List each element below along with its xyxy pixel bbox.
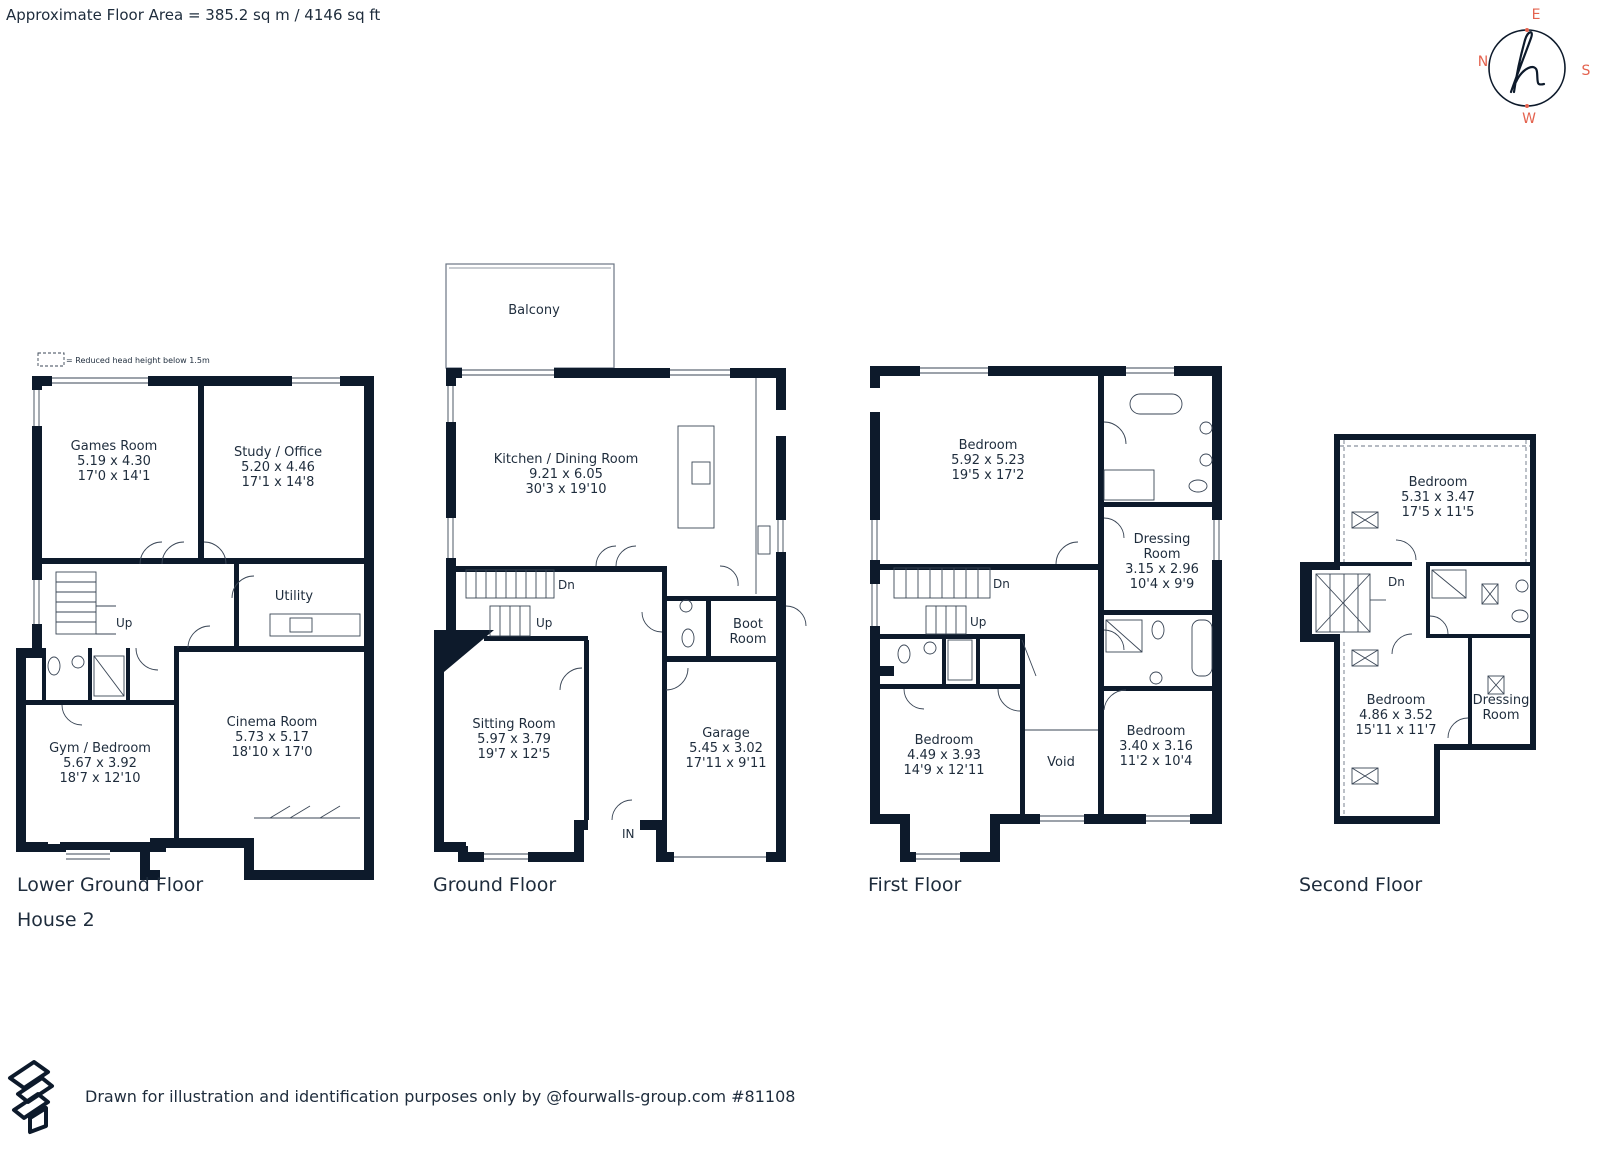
svg-text:10'4 x 9'9: 10'4 x 9'9	[1130, 577, 1194, 592]
svg-text:17'1 x 14'8: 17'1 x 14'8	[242, 475, 315, 490]
study-office-room: Study / Office 5.20 x 4.46 17'1 x 14'8	[234, 445, 322, 490]
sitting-room: Sitting Room 5.97 x 3.79 19'7 x 12'5	[472, 717, 555, 762]
boot-room: Boot Room	[729, 617, 766, 647]
svg-text:Bedroom: Bedroom	[915, 733, 974, 748]
svg-text:5.19 x 4.30: 5.19 x 4.30	[77, 454, 151, 469]
head-height-legend: = Reduced head height below 1.5m	[37, 352, 210, 367]
svg-text:Sitting Room: Sitting Room	[472, 717, 555, 732]
compass-north: N	[1478, 54, 1488, 70]
svg-text:5.31 x 3.47: 5.31 x 3.47	[1401, 490, 1475, 505]
svg-text:17'11 x 9'11: 17'11 x 9'11	[685, 756, 766, 771]
second-floor-bedroom-2: Bedroom 4.86 x 3.52 15'11 x 11'7	[1355, 693, 1436, 738]
entrance-label: IN	[622, 827, 635, 841]
lower-ground-floor-plan: Up Games Room 5.19 x 4.30 17'0 x 14'1 St…	[16, 374, 374, 880]
ground-floor-plan: Balcony	[434, 263, 807, 864]
svg-text:18'10 x 17'0: 18'10 x 17'0	[231, 745, 312, 760]
balcony: Balcony	[508, 303, 560, 318]
svg-text:Room: Room	[729, 632, 766, 647]
svg-text:15'11 x 11'7: 15'11 x 11'7	[1355, 723, 1436, 738]
ground-floor-title: Ground Floor	[433, 874, 556, 896]
games-room: Games Room 5.19 x 4.30 17'0 x 14'1	[71, 439, 158, 484]
svg-text:3.15 x 2.96: 3.15 x 2.96	[1125, 562, 1199, 577]
svg-text:Bedroom: Bedroom	[1127, 724, 1186, 739]
second-floor-dressing-room: Dressing Room	[1473, 693, 1530, 723]
gym-bedroom-room: Gym / Bedroom 5.67 x 3.92 18'7 x 12'10	[49, 741, 151, 786]
svg-text:14'9 x 12'11: 14'9 x 12'11	[903, 763, 984, 778]
first-floor-dressing-room: Dressing Room 3.15 x 2.96 10'4 x 9'9	[1125, 532, 1199, 592]
svg-text:5.45 x 3.02: 5.45 x 3.02	[689, 741, 763, 756]
second-stairs-down-label: Dn	[1388, 575, 1405, 589]
svg-text:5.73 x 5.17: 5.73 x 5.17	[235, 730, 309, 745]
svg-text:5.92 x 5.23: 5.92 x 5.23	[951, 453, 1025, 468]
svg-text:3.40 x 3.16: 3.40 x 3.16	[1119, 739, 1193, 754]
compass-west: W	[1522, 111, 1536, 127]
svg-text:Bedroom: Bedroom	[1409, 475, 1468, 490]
compass-east: E	[1532, 7, 1541, 23]
fourwalls-logo-icon	[8, 1060, 54, 1134]
svg-text:4.86 x 3.52: 4.86 x 3.52	[1359, 708, 1433, 723]
ground-stairs-up-label: Up	[536, 616, 552, 630]
svg-text:Study / Office: Study / Office	[234, 445, 322, 460]
svg-text:Room: Room	[1143, 547, 1180, 562]
svg-text:17'5 x 11'5: 17'5 x 11'5	[1402, 505, 1475, 520]
svg-text:4.49 x 3.93: 4.49 x 3.93	[907, 748, 981, 763]
house-subtitle: House 2	[17, 909, 95, 931]
svg-text:5.67 x 3.92: 5.67 x 3.92	[63, 756, 137, 771]
svg-text:Cinema Room: Cinema Room	[227, 715, 318, 730]
second-floor-title: Second Floor	[1299, 874, 1422, 896]
first-stairs-up-label: Up	[970, 615, 986, 629]
first-floor-plan: Dn Up Bedroom 5.92 x 5.23 19'5 x 17'2 Dr…	[868, 364, 1224, 864]
second-floor-bedroom-1: Bedroom 5.31 x 3.47 17'5 x 11'5	[1401, 475, 1475, 520]
svg-text:19'7 x 12'5: 19'7 x 12'5	[478, 747, 551, 762]
footer-disclaimer: Drawn for illustration and identificatio…	[85, 1087, 795, 1106]
cinema-room: Cinema Room 5.73 x 5.17 18'10 x 17'0	[227, 715, 318, 760]
svg-text:Bedroom: Bedroom	[959, 438, 1018, 453]
floor-area-text: Approximate Floor Area = 385.2 sq m / 41…	[6, 6, 380, 24]
ground-stairs-down-label: Dn	[558, 578, 575, 592]
void-area: Void	[1047, 755, 1075, 770]
svg-text:Gym / Bedroom: Gym / Bedroom	[49, 741, 151, 756]
svg-text:Garage: Garage	[702, 726, 750, 741]
svg-text:11'2 x 10'4: 11'2 x 10'4	[1120, 754, 1193, 769]
svg-text:17'0 x 14'1: 17'0 x 14'1	[78, 469, 151, 484]
svg-text:Bedroom: Bedroom	[1367, 693, 1426, 708]
svg-text:Dressing: Dressing	[1134, 532, 1191, 547]
first-floor-bedroom-2: Bedroom 4.49 x 3.93 14'9 x 12'11	[903, 733, 984, 778]
first-floor-main-bedroom: Bedroom 5.92 x 5.23 19'5 x 17'2	[951, 438, 1025, 483]
lower-stairs-up-label: Up	[116, 616, 132, 630]
compass-south: S	[1582, 63, 1591, 79]
svg-text:Room: Room	[1482, 708, 1519, 723]
kitchen-dining-room: Kitchen / Dining Room 9.21 x 6.05 30'3 x…	[494, 452, 639, 497]
svg-text:Kitchen / Dining Room: Kitchen / Dining Room	[494, 452, 639, 467]
compass-icon: E N S W	[1478, 7, 1591, 127]
svg-text:Boot: Boot	[733, 617, 763, 632]
first-floor-bedroom-3: Bedroom 3.40 x 3.16 11'2 x 10'4	[1119, 724, 1193, 769]
svg-text:18'7 x 12'10: 18'7 x 12'10	[59, 771, 140, 786]
lower-ground-floor-title: Lower Ground Floor	[17, 874, 203, 896]
svg-text:30'3 x 19'10: 30'3 x 19'10	[525, 482, 606, 497]
legend-text: = Reduced head height below 1.5m	[66, 356, 210, 365]
svg-text:Dressing: Dressing	[1473, 693, 1530, 708]
utility-room: Utility	[275, 589, 314, 604]
svg-text:9.21 x 6.05: 9.21 x 6.05	[529, 467, 603, 482]
first-floor-title: First Floor	[868, 874, 961, 896]
svg-text:5.20 x 4.46: 5.20 x 4.46	[241, 460, 315, 475]
second-floor-plan: Dn Bedroom 5.31 x 3.47 17'5 x 11'5 Bedro…	[1300, 434, 1536, 824]
svg-text:5.97 x 3.79: 5.97 x 3.79	[477, 732, 551, 747]
svg-text:19'5 x 17'2: 19'5 x 17'2	[952, 468, 1025, 483]
svg-text:Games Room: Games Room	[71, 439, 158, 454]
first-stairs-down-label: Dn	[993, 577, 1010, 591]
garage: Garage 5.45 x 3.02 17'11 x 9'11	[685, 726, 766, 771]
